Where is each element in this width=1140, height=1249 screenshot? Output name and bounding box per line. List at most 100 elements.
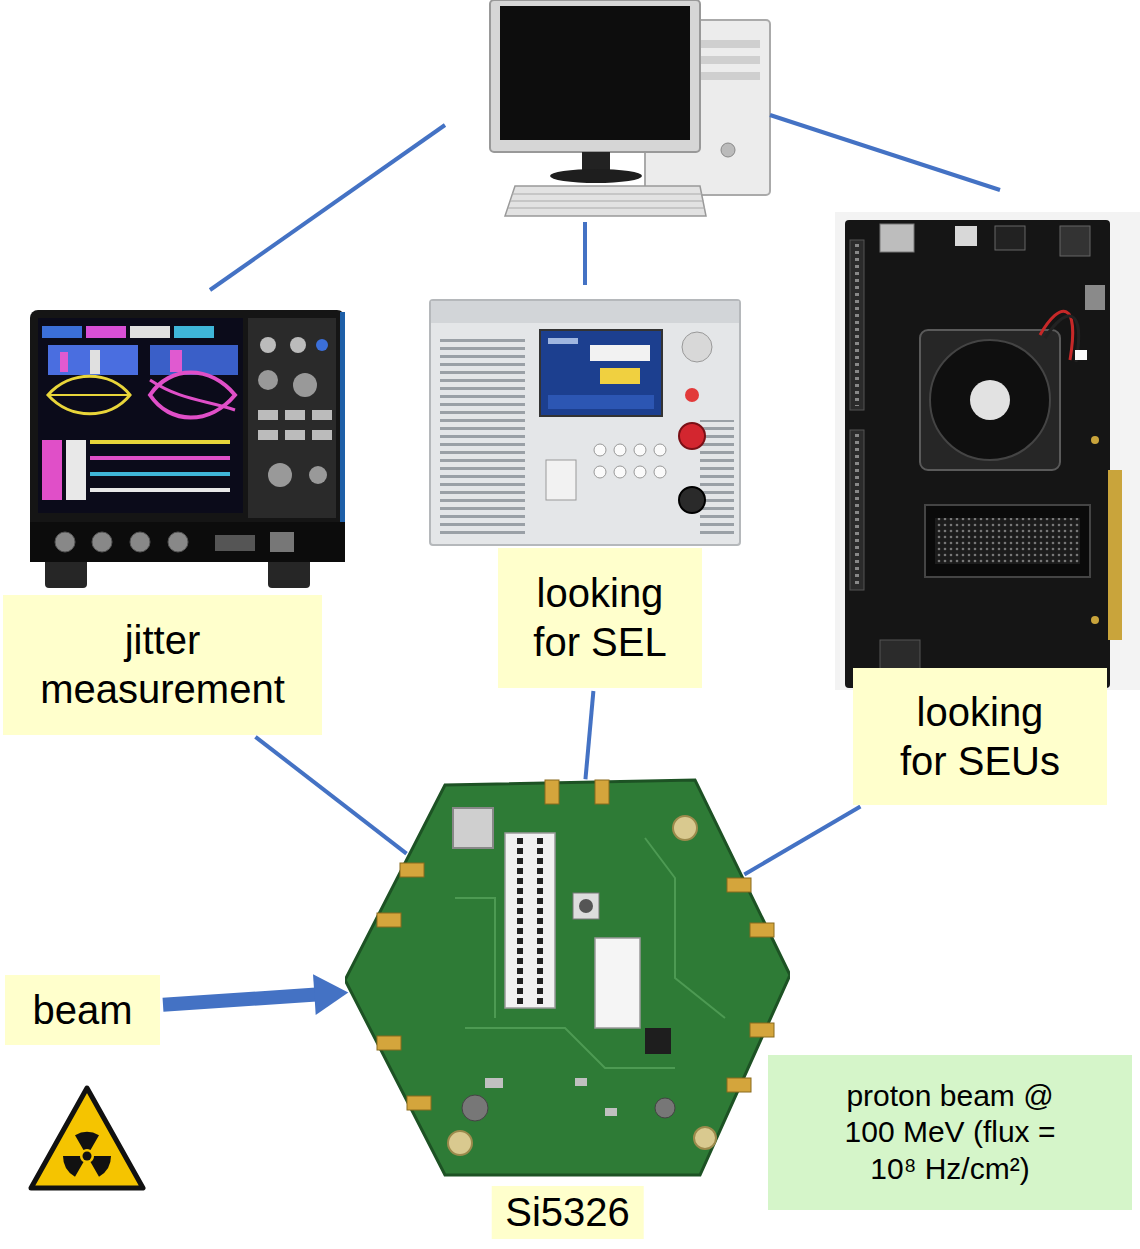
pcb-board <box>645 1028 671 1054</box>
pcb-board: Si5326 <box>345 778 790 1178</box>
oscilloscope-image <box>258 370 278 390</box>
radiation-symbol <box>83 1152 92 1161</box>
oscilloscope-image <box>285 410 305 420</box>
link-line <box>770 115 1000 190</box>
pcb-board <box>455 898 495 1018</box>
fpga-board-image <box>835 212 1140 690</box>
label-box: jitter measurement <box>3 595 322 735</box>
oscilloscope-image <box>215 535 255 551</box>
pcb-board <box>727 878 751 892</box>
fpga-board-image <box>850 240 864 410</box>
power-supply-image <box>634 444 646 456</box>
pcb-board <box>545 780 559 804</box>
link-line <box>583 222 587 285</box>
fpga-board-image <box>850 430 864 590</box>
pcb-board <box>448 1131 472 1155</box>
label-text: proton beam @ 100 MeV (flux = 10⁸ Hz/cm²… <box>818 1078 1082 1188</box>
power-supply-image <box>594 444 606 456</box>
computer-icon <box>700 56 760 64</box>
link-line <box>210 125 445 290</box>
oscilloscope-image <box>168 532 188 552</box>
pcb-board <box>605 1108 617 1116</box>
pcb-board <box>645 838 725 1018</box>
label-box: looking for SEL <box>498 548 702 688</box>
fpga-board-image <box>995 226 1025 250</box>
fpga-board-image <box>955 226 977 246</box>
oscilloscope-image <box>150 380 235 410</box>
oscilloscope-image <box>48 376 130 414</box>
fpga-board-image <box>845 220 1110 688</box>
power-supply-image <box>654 466 666 478</box>
computer-icon <box>721 143 735 157</box>
pcb-board <box>579 899 593 913</box>
power-supply-image <box>431 301 739 323</box>
computer-icon <box>550 169 642 183</box>
computer-icon <box>700 40 760 48</box>
oscilloscope-image <box>48 394 130 396</box>
oscilloscope-image <box>30 522 345 562</box>
oscilloscope-image <box>130 326 170 338</box>
pcb-board <box>453 808 493 848</box>
computer-icon <box>490 0 770 216</box>
oscilloscope-image <box>248 318 336 518</box>
radiation-symbol <box>31 1088 143 1188</box>
label-text: looking for SEUs <box>889 688 1071 786</box>
radiation-symbol <box>75 1132 99 1150</box>
power-supply-image <box>590 345 650 361</box>
connector-line <box>163 995 316 1005</box>
oscilloscope-image <box>90 350 100 374</box>
fpga-board-image <box>925 505 1090 577</box>
oscilloscope-image <box>130 532 150 552</box>
oscilloscope-image <box>42 326 82 338</box>
oscilloscope-image <box>48 345 138 375</box>
pcb-board <box>377 1036 401 1050</box>
fpga-board-image <box>1060 226 1090 256</box>
oscilloscope-image <box>312 430 332 440</box>
oscilloscope-image <box>260 337 276 353</box>
label-text: beam <box>32 986 132 1035</box>
label-text: looking for SEL <box>508 569 692 667</box>
pcb-board <box>505 833 555 1008</box>
power-supply-image <box>548 338 578 344</box>
oscilloscope-image <box>293 373 317 397</box>
pcb-board <box>595 938 640 1028</box>
computer-icon <box>510 201 704 202</box>
fpga-board-image <box>855 434 859 586</box>
power-supply-image <box>685 388 699 402</box>
connector <box>163 974 348 1015</box>
computer-icon <box>700 72 760 80</box>
power-supply-image <box>679 487 705 513</box>
oscilloscope-image <box>55 532 75 552</box>
oscilloscope-image <box>90 472 230 476</box>
oscilloscope-image <box>258 410 278 420</box>
pcb-board <box>750 1023 774 1037</box>
oscilloscope-image <box>30 310 345 588</box>
computer-icon <box>512 194 702 195</box>
oscilloscope-image <box>90 488 230 492</box>
oscilloscope-image <box>92 532 112 552</box>
note-box: proton beam @ 100 MeV (flux = 10⁸ Hz/cm²… <box>768 1055 1132 1210</box>
pcb-board <box>485 1078 503 1088</box>
oscilloscope-image <box>309 466 327 484</box>
oscilloscope-image <box>60 352 68 372</box>
power-supply-image <box>682 332 712 362</box>
computer-icon <box>505 186 706 216</box>
pcb-board <box>694 1127 716 1149</box>
fpga-board-image <box>1108 470 1122 640</box>
power-supply-image <box>594 466 606 478</box>
pcb-board <box>655 1098 675 1118</box>
connector-line <box>744 807 860 875</box>
fpga-board-image <box>855 244 859 406</box>
power-supply-image <box>614 444 626 456</box>
oscilloscope-image <box>312 410 332 420</box>
fpga-board-image <box>1091 436 1099 444</box>
oscilloscope-image <box>90 440 230 444</box>
oscilloscope-image <box>38 318 243 513</box>
pcb-board <box>537 838 543 1004</box>
connector-line <box>255 737 406 854</box>
fpga-board-image <box>1085 285 1105 310</box>
label-text: jitter measurement <box>13 616 312 714</box>
power-supply-image <box>548 395 654 409</box>
connector <box>255 737 406 854</box>
oscilloscope-image <box>170 350 182 372</box>
